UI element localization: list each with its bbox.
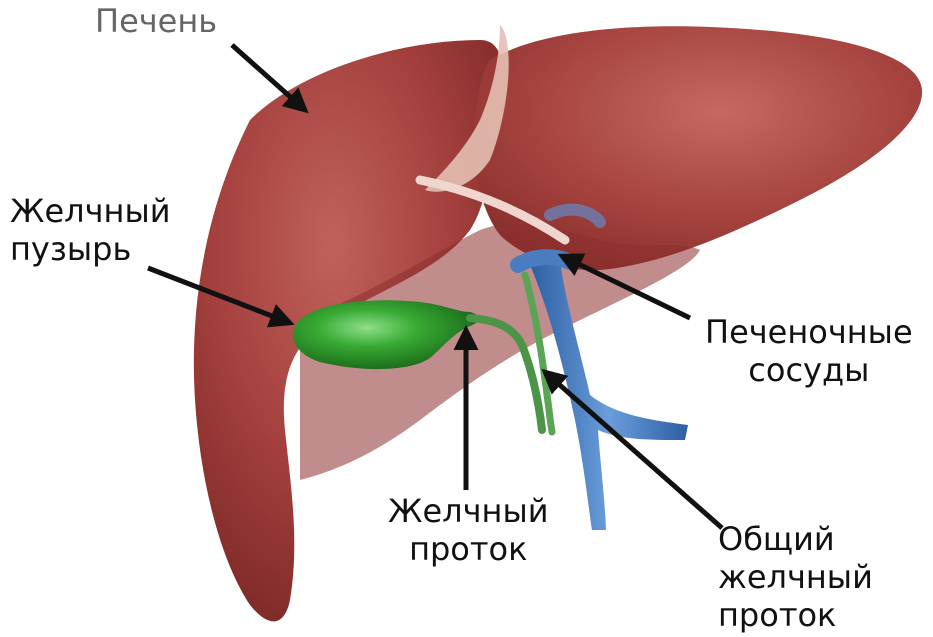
label-gallbladder-line2: пузырь: [10, 230, 171, 268]
label-bile-duct: Желчный проток: [388, 492, 549, 568]
label-common-bile-duct-line1: Общий: [718, 520, 873, 558]
label-common-bile-duct: Общий желчный проток: [718, 520, 873, 634]
label-common-bile-duct-line2: желчный: [718, 558, 873, 596]
label-liver: Печень: [95, 2, 217, 40]
label-hepatic-vessels-line1: Печеночные: [705, 313, 913, 351]
label-hepatic-vessels: Печеночные сосуды: [705, 313, 913, 389]
label-common-bile-duct-line3: проток: [718, 596, 873, 634]
arrow-common-bile-duct: [545, 372, 722, 528]
label-gallbladder: Желчный пузырь: [10, 192, 171, 268]
arrow-liver: [232, 45, 305, 110]
label-liver-text: Печень: [95, 2, 217, 40]
label-hepatic-vessels-line2: сосуды: [705, 351, 913, 389]
label-gallbladder-line1: Желчный: [10, 192, 171, 230]
label-bile-duct-line1: Желчный: [388, 492, 549, 530]
label-bile-duct-line2: проток: [388, 530, 549, 568]
